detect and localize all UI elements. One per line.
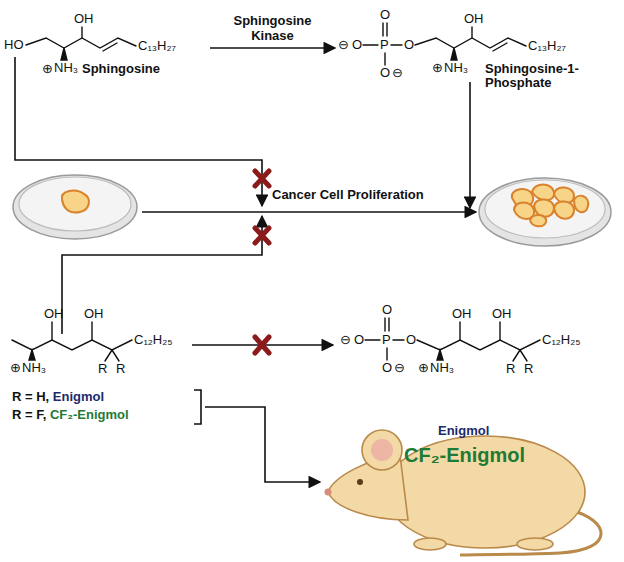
atom-label: HO xyxy=(4,38,24,52)
atom-label: R xyxy=(524,362,533,376)
node-text: Enigmol xyxy=(438,424,489,438)
pathway-lines xyxy=(15,57,476,424)
atom-label: ⊕ xyxy=(418,361,429,375)
atom-label: O xyxy=(354,333,364,347)
atom-label: P xyxy=(382,333,391,347)
node-text: R = H, Enigmol xyxy=(12,390,104,404)
node-text: CF₂-Enigmol xyxy=(404,444,525,466)
connector-arrow xyxy=(205,407,320,482)
atom-label: OH xyxy=(84,307,104,321)
atom-label: P xyxy=(380,38,389,52)
node-text: Sphingosine xyxy=(82,62,160,76)
structure-node: Sphingosine xyxy=(0,0,210,92)
atom-label: NH₃ xyxy=(444,61,468,75)
atom-label: OH xyxy=(74,12,94,26)
atom-label: OH xyxy=(44,307,64,321)
atom-label: ⊖ xyxy=(394,361,405,375)
atom-label: C₁₂H₂₅ xyxy=(542,333,581,347)
atom-label: O xyxy=(382,303,392,317)
atom-label: ⊖ xyxy=(338,38,349,52)
bonds xyxy=(12,23,540,361)
connector-arrow xyxy=(210,47,335,49)
atom-label: O xyxy=(380,66,390,80)
atom-label: OH xyxy=(492,307,512,321)
atom-label: O xyxy=(406,333,416,347)
atom-label: OH xyxy=(452,307,472,321)
edge-label: Sphingosine Kinase xyxy=(218,13,328,43)
atom-label: O xyxy=(404,38,414,52)
atom-label: C₁₃H₂₇ xyxy=(138,39,176,53)
atom-label: ⊖ xyxy=(392,66,403,80)
atom-label: O xyxy=(380,8,390,22)
atom-label: R xyxy=(116,362,125,376)
atom-label: NH₃ xyxy=(54,61,78,75)
atom-label: R xyxy=(506,362,515,376)
atom-label: NH₃ xyxy=(22,361,46,375)
node-text: R = F, CF₂-Enigmol xyxy=(12,408,129,422)
atom-label: C₁₂H₂₅ xyxy=(134,333,173,347)
atom-label: ⊕ xyxy=(10,361,21,375)
atom-label: R xyxy=(98,362,107,376)
atom-label: C₁₃H₂₇ xyxy=(528,39,566,53)
heading-label: Cancer Cell Proliferation xyxy=(272,188,424,202)
atom-label: O xyxy=(352,38,362,52)
atom-label: ⊕ xyxy=(42,62,53,76)
atom-label: O xyxy=(382,361,392,375)
atom-label: NH₃ xyxy=(430,361,454,375)
structure-node: EnigmolCF₂-Enigmol xyxy=(320,410,618,558)
node-text: Sphingosine-1-Phosphate xyxy=(485,62,613,90)
atom-label: ⊖ xyxy=(340,333,351,347)
petri-dishes xyxy=(13,175,611,246)
atom-label: ⊕ xyxy=(432,61,443,75)
x-marks xyxy=(255,171,269,353)
atom-label: OH xyxy=(464,12,484,26)
